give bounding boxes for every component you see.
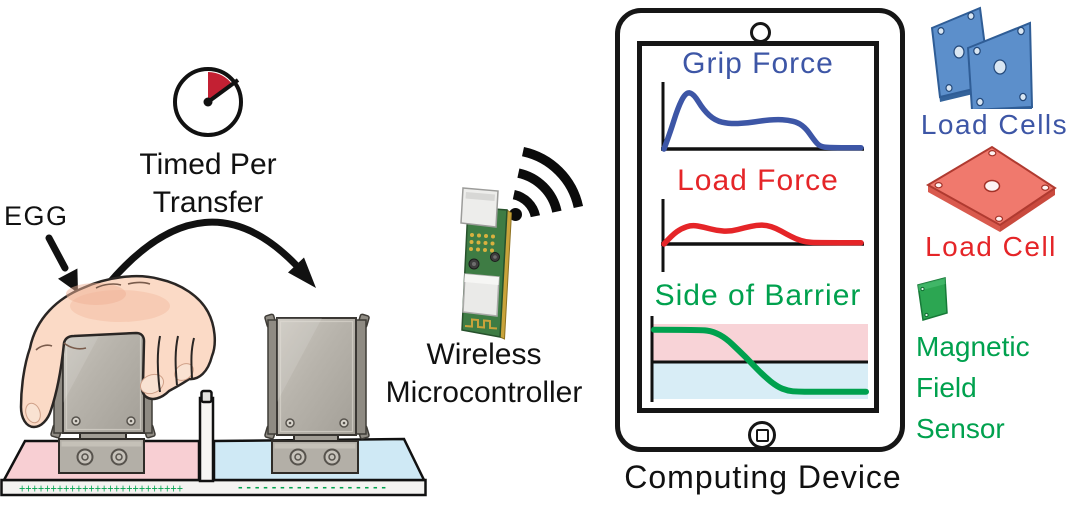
side-of-barrier-curve [651,326,869,395]
load-cells-illustration [930,6,1034,109]
microcontroller-label-line1: Wireless [426,338,542,371]
magnetic-label-line2: Field [916,372,977,403]
negative-markers: - - - - - - - - - - - - - - - - - - [238,479,386,494]
load-cell-label: Load Cell [925,231,1057,262]
grip-force-title: Grip Force [682,47,834,80]
barrier-post [198,389,215,483]
gripper-device-left [50,318,156,474]
magnetic-sensor-illustration [917,277,948,321]
grip-force-chart [661,82,864,152]
camera-icon [750,22,771,43]
side-of-barrier-title: Side of Barrier [654,279,862,312]
transfer-arc-icon [107,218,316,288]
magnetic-label-line1: Magnetic [916,331,1030,362]
microcontroller-label-line2: Microcontroller [385,376,583,409]
load-cell-plate-front [966,21,1034,109]
egg-label: EGG [4,201,69,231]
side-of-barrier-chart [650,316,869,402]
wifi-dot [509,208,522,221]
microcontroller-label: Wireless Microcontroller [374,336,594,412]
microcontroller-illustration [460,146,584,340]
solder-pads [469,233,495,253]
timer-caption-line1: Timed Per [139,148,277,181]
tablet-screen: Grip Force Load Force Side of Barrier [637,41,879,413]
grip-force-curve [661,90,864,152]
load-force-title: Load Force [677,164,839,197]
hand-illustration [19,274,217,429]
wifi-icon [512,146,584,218]
timer-wedge [208,71,233,102]
tablet: Grip Force Load Force Side of Barrier [615,8,905,452]
magnetic-label-line3: Sensor [916,413,1005,444]
load-cell-illustration [925,145,1057,232]
gripper-device-right [264,313,370,474]
load-cells-label: Load Cells [920,109,1069,140]
load-force-curve [661,222,864,247]
home-button-icon [748,421,776,449]
timer-needle [206,78,240,104]
egg-arrow-icon [45,234,78,293]
egg-transfer-scene: ++++++++++++++++++++++++++ - - - - - - -… [0,67,427,497]
pcb-board [460,187,513,340]
load-force-chart [661,199,864,272]
antenna-trace [464,318,498,330]
magnetic-sensor-label: Magnetic Field Sensor [916,326,1030,449]
computing-device-label: Computing Device [624,459,902,495]
timer-caption-line2: Transfer [152,186,264,219]
timer-icon [173,67,243,137]
positive-markers: ++++++++++++++++++++++++++ [19,482,183,496]
timer-caption: Timed Per Transfer [118,146,298,222]
